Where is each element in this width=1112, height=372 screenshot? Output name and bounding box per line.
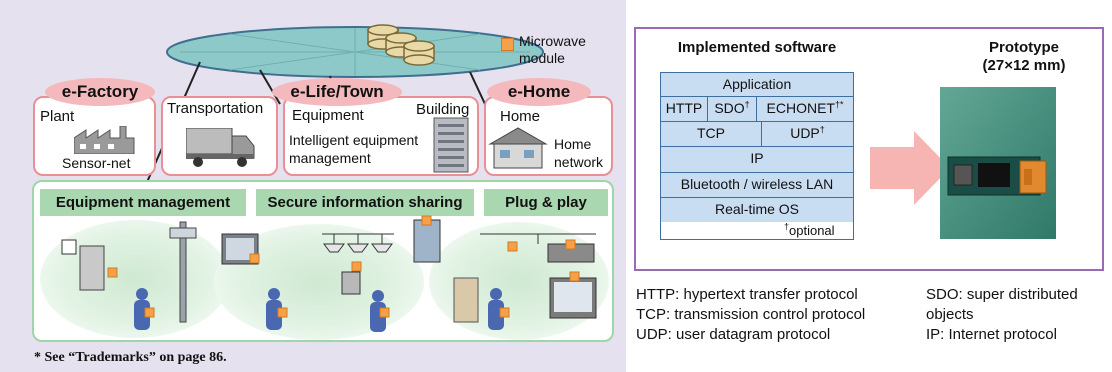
truck-icon [186, 128, 255, 167]
glossary-tcp: TCP: transmission control protocol [636, 306, 866, 323]
home-network-line2: network [554, 154, 604, 170]
signpost-icon [61, 239, 105, 291]
layer-ip: IP [660, 146, 854, 173]
transportation-label: Transportation [167, 100, 264, 117]
streetlight-icon [169, 221, 197, 323]
equipment-management-header: Equipment management [40, 189, 246, 216]
panel-icon [453, 277, 479, 323]
layer-bluetooth: Bluetooth / wireless LAN [660, 172, 854, 198]
home-network-line1: Home [554, 136, 592, 152]
ceiling-lights-icon [322, 233, 394, 253]
sensor-net-label: Sensor-net [62, 155, 131, 171]
secure-sharing-header: Secure information sharing [256, 189, 474, 216]
elife-title: e-Life/Town [272, 78, 402, 106]
prototype-photo [940, 87, 1056, 239]
layer-footer [660, 222, 854, 240]
box-icon [341, 271, 361, 295]
building-icon [433, 117, 469, 173]
implemented-software-panel: Implemented software Application HTTP SD… [634, 27, 1104, 271]
ceiling-line-icon [480, 233, 596, 244]
layer-rtos: Real-time OS [660, 197, 854, 223]
factory-icon [74, 126, 135, 154]
atm-icon [413, 219, 441, 263]
prototype-title-line1: Prototype [988, 39, 1059, 56]
building-label: Building [416, 101, 470, 118]
layer-http: HTTP [660, 96, 708, 122]
ehome-title: e-Home [487, 78, 591, 106]
microwave-module-marker [107, 215, 580, 318]
intelligent-label-line1: Intelligent equipment [289, 132, 419, 148]
microwave-module-legend-icon [501, 38, 514, 51]
intelligent-label-line2: management [289, 150, 371, 166]
arrow-right-icon [870, 131, 950, 205]
implemented-software-title: Implemented software [677, 39, 837, 56]
glossary-sdo-line1: SDO: super distributed [926, 286, 1078, 303]
equipment-label: Equipment [292, 107, 364, 124]
layer-tcp: TCP [660, 121, 762, 147]
layer-udp: UDP† [761, 121, 854, 147]
microwave-label-line1: Microwave [519, 33, 586, 49]
database-icon [367, 24, 435, 66]
glossary-sdo-line2: objects [926, 306, 974, 323]
microwave-label-line2: module [519, 50, 565, 66]
layer-application: Application [660, 72, 854, 97]
glossary-udp: UDP: user datagram protocol [636, 326, 831, 343]
home-label: Home [500, 108, 541, 125]
prototype-title-line2: (27×12 mm) [982, 57, 1066, 74]
glossary-http: HTTP: hypertext transfer protocol [636, 286, 858, 303]
plug-play-header: Plug & play [484, 189, 608, 216]
glossary-ip: IP: Internet protocol [926, 326, 1057, 343]
optional-note: †optional [784, 221, 835, 238]
layer-sdo: SDO† [707, 96, 757, 122]
use-case-illustrations [61, 215, 597, 332]
tv-icon [549, 277, 597, 319]
house-icon [488, 127, 548, 169]
plant-label: Plant [40, 108, 75, 125]
efactory-title: e-Factory [45, 78, 155, 106]
trademark-footnote: * See “Trademarks” on page 86. [34, 350, 227, 365]
use-case-panel: Equipment management Secure information … [32, 180, 614, 342]
layer-echonet: ECHONET†* [756, 96, 854, 122]
